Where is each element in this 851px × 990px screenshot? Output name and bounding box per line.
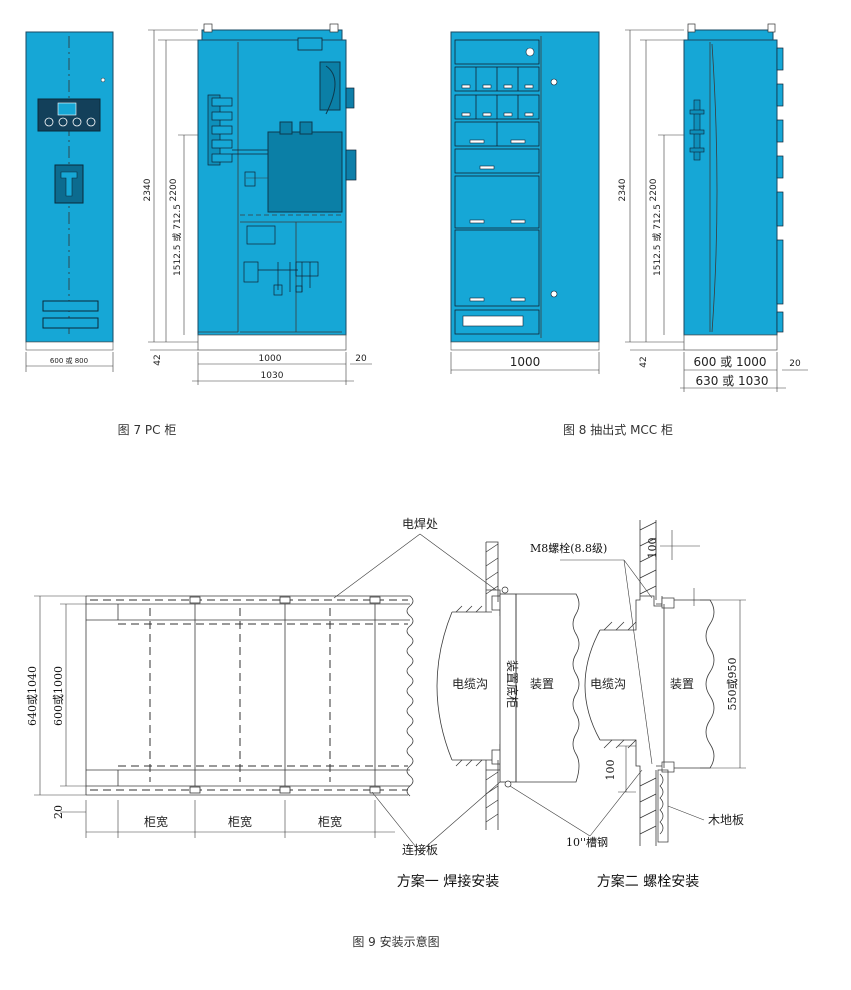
plan-dim-600: 600或1000 [52, 666, 65, 726]
mcc-dim-base: 42 [639, 356, 649, 367]
scheme-1-title: 方案一 焊接安装 [397, 873, 499, 890]
label-channel-steel: 10''槽钢 [566, 836, 608, 849]
pc-front-meter [57, 102, 77, 116]
pc-front-base [25, 341, 114, 351]
label-bolt: M8螺栓(8.8级) [530, 541, 607, 555]
plan-cab-width-3: 柜宽 [318, 814, 342, 829]
pc-front-lock [100, 77, 106, 83]
figure-9-caption: 图 9 安装示意图 [352, 934, 439, 949]
mcc-drawer-handles [461, 47, 558, 327]
pc-side-base [197, 334, 347, 351]
pc-dim-height-mid: 1512.5 或 712.5 [171, 204, 183, 276]
mcc-dim-height-mid: 1512.5 或 712.5 [651, 204, 663, 276]
figure-8: 1000 2340 2200 1512.5 或 712.5 42 [450, 23, 808, 437]
mcc-dim-height-total: 2340 [618, 178, 628, 201]
mcc-drawers [454, 39, 540, 335]
wood-floor [657, 769, 669, 843]
mcc-front-view: 1000 [450, 31, 600, 374]
pc-dim-base: 42 [153, 354, 163, 365]
pc-front-indicator-lights [44, 117, 96, 127]
pc-dim-width-1000: 1000 [259, 354, 282, 364]
scheme-2-section: 装置 电缆沟 100 100 550或950 [584, 520, 746, 846]
plan-dim-20: 20 [52, 805, 65, 819]
scheme-2-cable-trench: 电缆沟 [590, 677, 626, 691]
figure-9: 640或1040 600或1000 20 柜宽 柜宽 柜宽 [26, 516, 746, 949]
pc-breaker [244, 61, 357, 213]
pc-front-vent-1 [42, 300, 99, 312]
figure-8-caption: 图 8 抽出式 MCC 柜 [563, 423, 673, 437]
scheme-2-dim-550: 550或950 [726, 658, 739, 711]
pc-dim-height-total: 2340 [143, 178, 153, 201]
mcc-dim-width-side-total: 630 或 1030 [695, 374, 768, 388]
pc-side-view: 2340 2200 1512.5 或 712.5 42 [143, 23, 372, 385]
scheme-2-title: 方案二 螺栓安装 [597, 873, 699, 890]
pc-dim-width-1030: 1030 [261, 371, 284, 381]
scheme-2-dim-100-bot: 100 [604, 760, 617, 781]
pc-side-top [201, 29, 343, 41]
pc-busbar [207, 94, 268, 166]
plan-view: 640或1040 600或1000 20 柜宽 柜宽 柜宽 [26, 595, 414, 838]
label-weld-point: 电焊处 [402, 516, 438, 531]
mcc-side-plugs [776, 47, 784, 333]
scheme-1-device: 装置 [530, 677, 554, 691]
mcc-dim-width-1000: 1000 [510, 355, 541, 369]
scheme-2-dim-100-top: 100 [646, 538, 659, 559]
pc-lower-section [243, 225, 319, 296]
pc-front-vent-2 [42, 317, 99, 329]
label-wood-floor: 木地板 [708, 813, 744, 827]
pc-dim-height-2200: 2200 [169, 178, 179, 201]
plan-dim-640: 640或1040 [26, 666, 39, 726]
pc-front-view: 600 或 800 [25, 31, 114, 372]
mcc-dim-gap-20: 20 [789, 359, 801, 369]
label-connect-plate: 连接板 [402, 842, 438, 857]
scheme-1-cable-trench: 电缆沟 [452, 677, 488, 691]
scheme-1-base-cabinet: 装置底柜 [505, 660, 520, 708]
plan-cab-width-1: 柜宽 [144, 814, 168, 829]
pc-dim-gap-20: 20 [355, 354, 367, 364]
mcc-dim-height-2200: 2200 [649, 178, 659, 201]
pc-front-handle [60, 171, 78, 197]
figure-7: 600 或 800 2340 2200 1512.5 或 712.5 42 [25, 23, 372, 437]
pc-dim-width-front: 600 或 800 [50, 356, 88, 365]
callouts [333, 533, 705, 853]
mcc-side-body [683, 39, 778, 336]
figure-7-caption: 图 7 PC 柜 [118, 423, 177, 437]
scheme-2-device: 装置 [670, 677, 694, 691]
scheme-1-section: 装置底柜 装置 电缆沟 [436, 541, 580, 830]
mcc-dim-width-side: 600 或 1000 [693, 355, 766, 369]
plan-cab-width-2: 柜宽 [228, 814, 252, 829]
mcc-side-view: 2340 2200 1512.5 或 712.5 42 [618, 23, 808, 392]
